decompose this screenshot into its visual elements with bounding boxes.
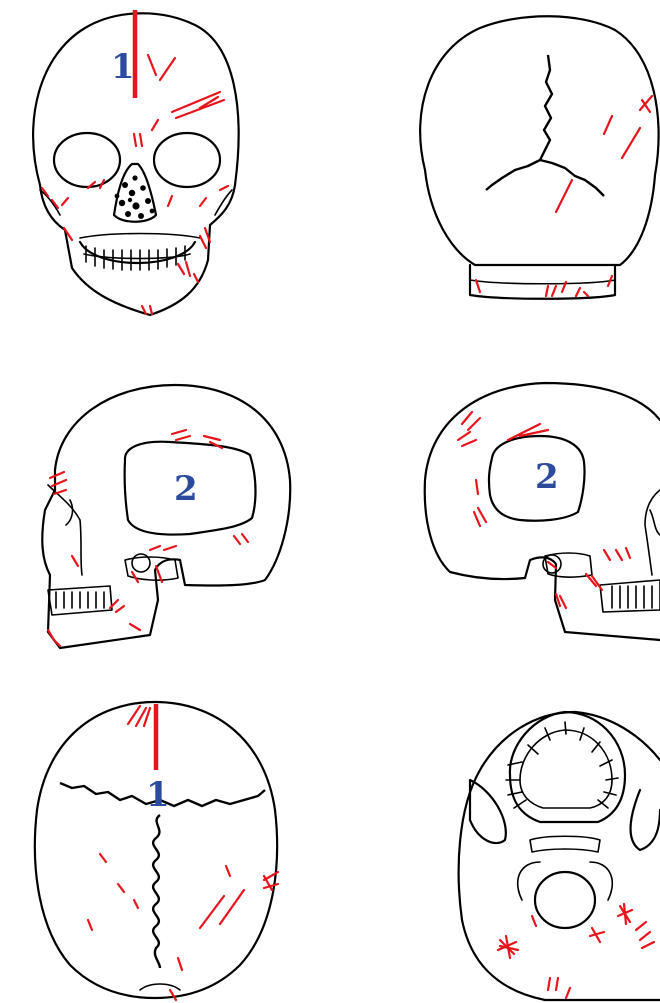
skull-inferior-view xyxy=(459,712,660,1000)
label-right-lateral: 2 xyxy=(535,457,559,497)
inferior-view-cut-marks xyxy=(498,904,654,998)
superior-view-cut-marks xyxy=(88,704,278,1000)
label-frontal: 1 xyxy=(111,47,135,87)
skull-left-lateral-view xyxy=(42,385,290,648)
label-superior: 1 xyxy=(146,775,170,815)
label-left-lateral: 2 xyxy=(174,469,198,509)
frontal-view-cut-marks xyxy=(42,10,228,314)
skull-right-lateral-view xyxy=(425,383,660,640)
